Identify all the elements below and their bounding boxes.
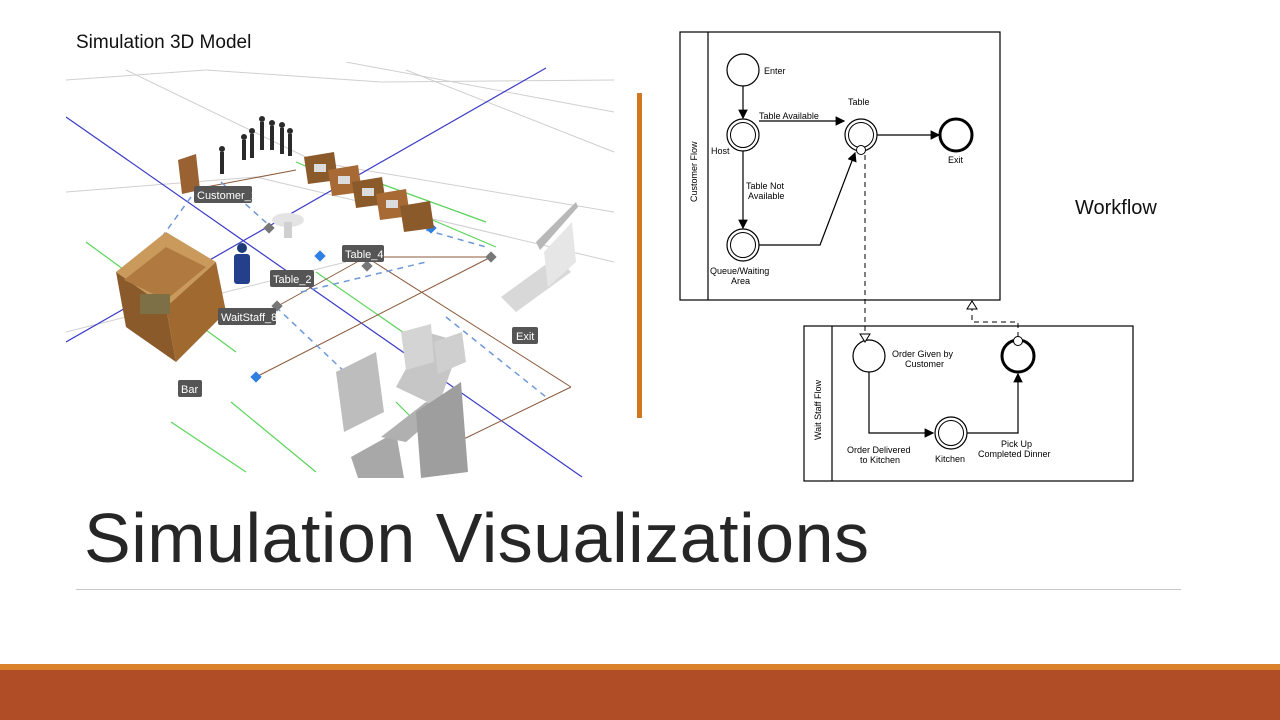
tag-exit: Exit	[512, 327, 538, 344]
kitchen-label: Kitchen	[935, 454, 965, 464]
slide-title: Simulation Visualizations	[84, 499, 870, 577]
exit-node	[938, 117, 974, 153]
kitchen-appliances	[336, 324, 468, 478]
tag-table2: Table_2	[270, 270, 314, 287]
tag-waitstaff: WaitStaff_8	[218, 308, 277, 325]
tag-bar-text: Bar	[181, 384, 198, 396]
staff-lane-arrows	[868, 372, 1023, 438]
tag-table4-text: Table_4	[345, 249, 384, 261]
customer-lane-title: Customer Flow	[689, 141, 699, 202]
message-flows	[864, 155, 1019, 337]
pickup-label-line1: Pick Up	[1001, 439, 1032, 449]
enter-label: Enter	[764, 66, 786, 76]
order-given-label-line2: Customer	[905, 359, 944, 369]
cabinet	[178, 154, 200, 194]
not-available-label-line2: Available	[748, 191, 784, 201]
pickup-node	[1000, 336, 1036, 374]
footer-band	[0, 670, 1280, 720]
tag-table2-text: Table_2	[273, 274, 312, 286]
pickup-label-line2: Completed Dinner	[978, 449, 1051, 459]
workflow-caption: Workflow	[1075, 197, 1157, 219]
table-available-label: Table Available	[759, 111, 819, 121]
booth-tables	[304, 152, 434, 232]
staff-lane: Wait Staff Flow	[803, 325, 1134, 482]
path-lines	[205, 169, 572, 451]
queue-label-line2: Area	[731, 276, 750, 286]
queue-node	[726, 228, 760, 262]
order-given-label-line1: Order Given by	[892, 349, 954, 359]
bar-structure	[116, 232, 226, 362]
order-delivered-label-line2: to Kitchen	[860, 455, 900, 465]
message-arrowhead-down	[859, 333, 871, 343]
footer-accent-stripe	[0, 664, 1280, 670]
tag-customer-text: Customer_1	[197, 190, 257, 202]
round-table	[272, 213, 304, 238]
divider-bar	[637, 93, 642, 418]
waitstaff-figure	[234, 243, 250, 284]
simulation-3d-model: Customer_1 Table_4 Table_2 WaitStaff_8 E…	[66, 62, 615, 478]
tag-customer: Customer_1	[194, 186, 257, 203]
table-label: Table	[848, 97, 870, 107]
host-label: Host	[711, 146, 730, 156]
message-arrowhead-up	[966, 300, 978, 310]
workflow-diagram: Customer Flow Enter Host Table Exit Queu…	[679, 31, 1134, 482]
queue-label-line1: Queue/Waiting	[710, 266, 769, 276]
exit-door	[501, 202, 578, 312]
host-node	[726, 118, 760, 152]
model-caption: Simulation 3D Model	[76, 32, 252, 53]
customer-figures	[219, 116, 293, 174]
not-available-label-line1: Table Not	[746, 181, 785, 191]
tag-waitstaff-text: WaitStaff_8	[221, 312, 277, 324]
enter-node	[726, 53, 760, 87]
tag-exit-text: Exit	[516, 331, 534, 343]
kitchen-node	[934, 416, 968, 450]
customer-lane-arrows	[738, 86, 941, 246]
exit-label: Exit	[948, 155, 964, 165]
order-given-node	[852, 339, 886, 373]
order-delivered-label-line1: Order Delivered	[847, 445, 911, 455]
staff-lane-title: Wait Staff Flow	[813, 379, 823, 440]
title-underline	[76, 589, 1181, 590]
tag-table4: Table_4	[342, 245, 384, 262]
tag-bar: Bar	[178, 380, 202, 397]
